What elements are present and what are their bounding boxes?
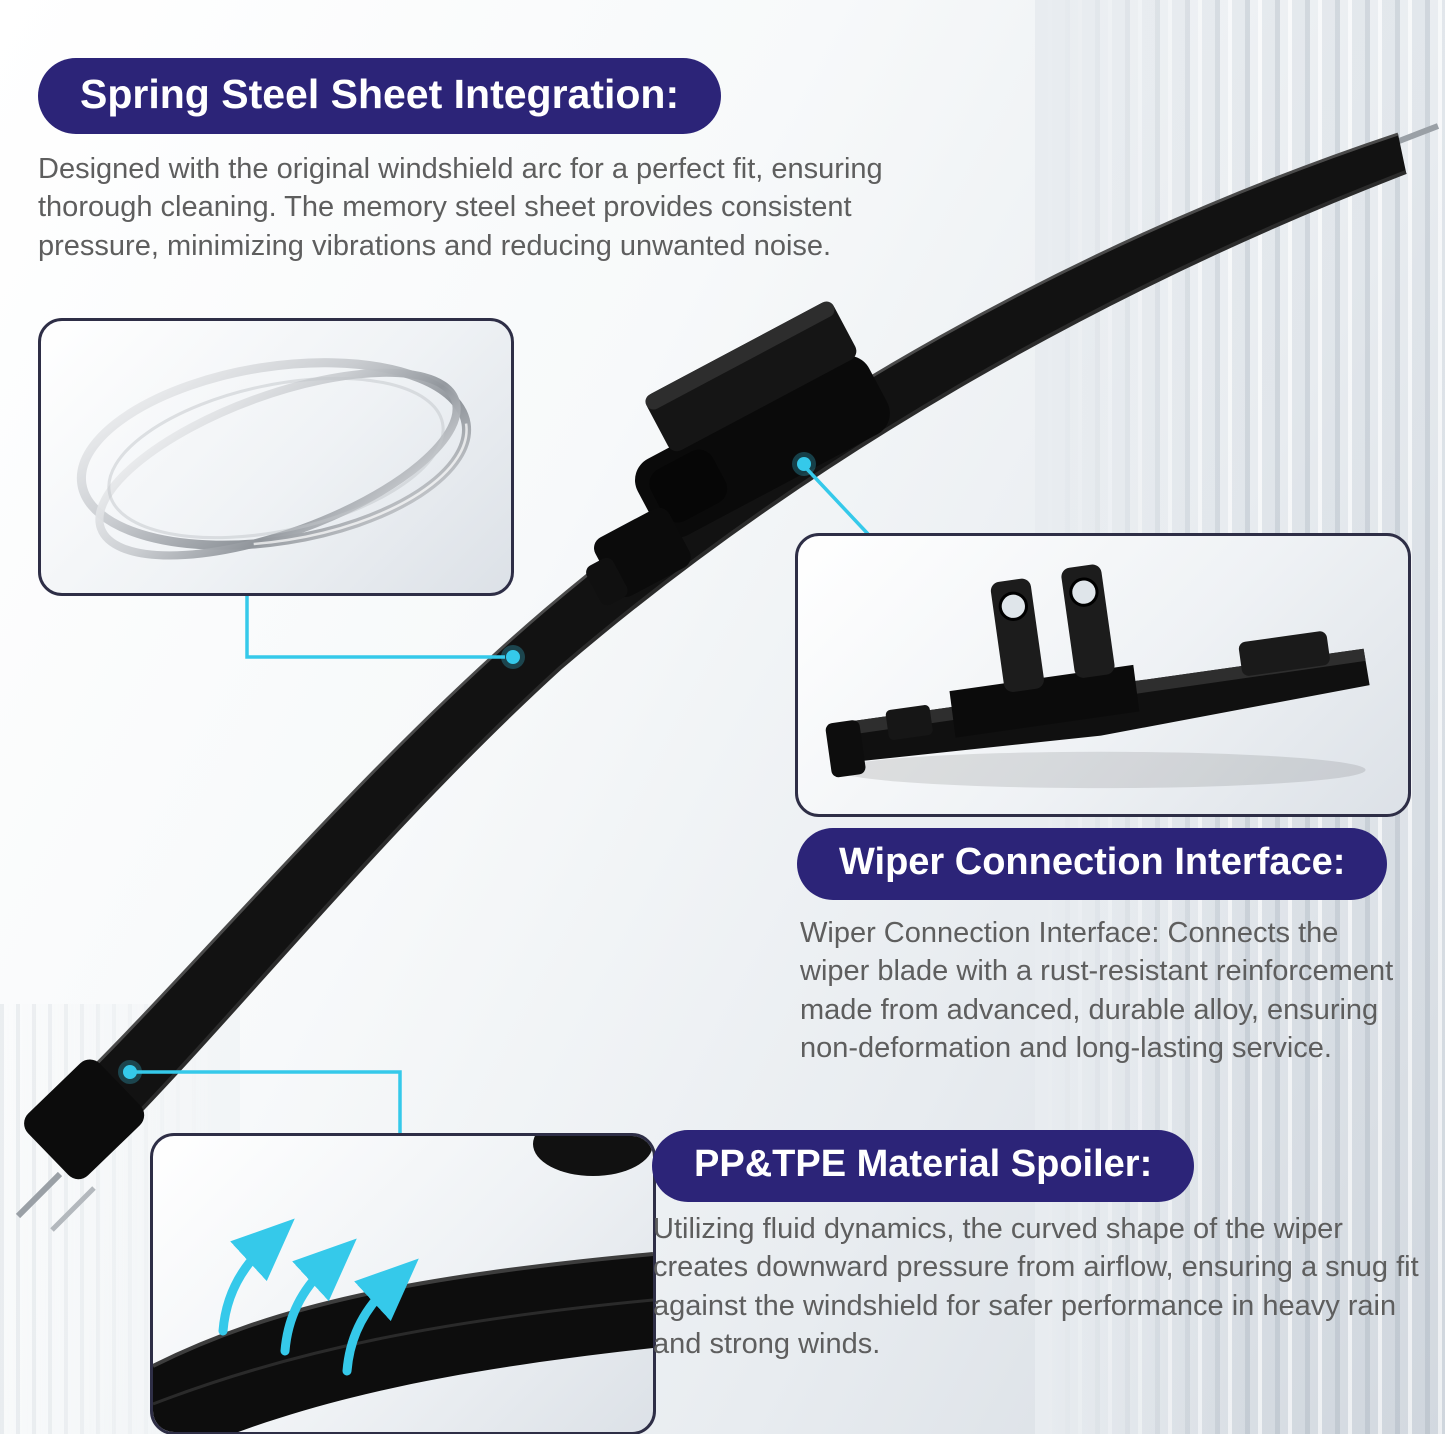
lug-bracket-base <box>949 664 1140 738</box>
steel-strip-highlight <box>80 361 468 547</box>
spoiler-closeup-image <box>153 1136 653 1432</box>
connection-interface-figure <box>795 533 1411 817</box>
end-rubber-strip-1 <box>15 1171 63 1219</box>
callout-connector-lines <box>136 466 870 1134</box>
blade-body <box>62 134 1406 1148</box>
connector-line-spoiler <box>136 1070 402 1134</box>
spoiler-band <box>153 1254 653 1432</box>
callout-dot-spoiler <box>123 1065 137 1079</box>
connector-closeup-image <box>825 564 1370 789</box>
callout-dots <box>118 452 816 1084</box>
airflow-arrows <box>218 1218 419 1376</box>
spring-steel-strips-image <box>76 358 472 560</box>
blade-end-cap <box>24 1059 145 1180</box>
section-title-spoiler-label: PP&TPE Material Spoiler: <box>694 1143 1153 1185</box>
end-rubber-strip-2 <box>50 1186 96 1232</box>
steel-strip-inner-line <box>107 376 445 540</box>
callout-dot-steel <box>506 650 520 664</box>
section-title-steel: Spring Steel Sheet Integration: <box>38 58 722 134</box>
spoiler-seam-line <box>153 1298 653 1406</box>
connector-line-steel <box>245 590 505 659</box>
airflow-arrow-3 <box>342 1258 419 1376</box>
connector-line-interface <box>804 466 870 536</box>
connector-lug-2 <box>1061 564 1115 678</box>
part-shadow <box>836 751 1366 789</box>
airflow-arrow-2 <box>280 1238 357 1356</box>
blade-top-highlight <box>60 132 1399 1100</box>
connector-left-step <box>885 705 933 740</box>
connector-lug-1 <box>990 578 1044 692</box>
spoiler-figure <box>150 1133 656 1434</box>
section-body-steel: Designed with the original windshield ar… <box>38 153 883 262</box>
section-body-interface: Wiper Connection Interface: Connects the… <box>800 917 1394 1064</box>
blade-bottom-edge <box>102 170 1407 1150</box>
steel-strip-loop-2 <box>95 368 461 560</box>
blade-adapter <box>635 301 890 538</box>
connector-left-hook <box>825 720 866 778</box>
callout-dot-interface <box>797 457 811 471</box>
section-title-spoiler: PP&TPE Material Spoiler: <box>652 1130 1195 1202</box>
section-title-interface: Wiper Connection Interface: <box>797 828 1388 900</box>
steel-sheet-figure <box>38 318 514 596</box>
airflow-arrow-1 <box>218 1218 295 1336</box>
section-title-interface-label: Wiper Connection Interface: <box>839 841 1346 883</box>
blade-end-piece <box>533 1136 653 1176</box>
section-body-spoiler: Utilizing fluid dynamics, the curved sha… <box>653 1213 1419 1360</box>
section-title-steel-label: Spring Steel Sheet Integration: <box>80 71 680 117</box>
connector-right-tab <box>1238 631 1330 676</box>
adapter-clip <box>586 507 691 606</box>
